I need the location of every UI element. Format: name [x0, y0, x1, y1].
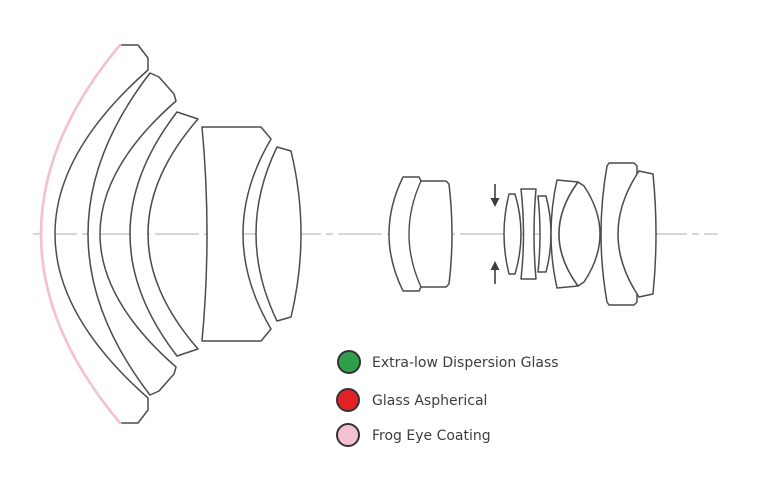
legend-swatch-frog-eye-coating: [336, 423, 360, 447]
legend-label-glass-aspherical: Glass Aspherical: [372, 393, 487, 409]
legend-label-ed-glass: Extra-low Dispersion Glass: [372, 355, 559, 371]
lens-element-5: [255, 146, 302, 322]
legend: Extra-low Dispersion Glass Glass Aspheri…: [336, 350, 559, 447]
frog-eye-coating-surface: [39, 43, 122, 425]
lens-element-8: [537, 195, 552, 273]
aperture-stop-arrowhead-down: [490, 198, 500, 207]
lens-element-6: [503, 193, 522, 275]
lens-element-4: [201, 126, 272, 342]
legend-swatch-glass-aspherical: [336, 388, 360, 412]
lens-element-2: [87, 72, 177, 396]
aperture-stop-arrowhead-up: [490, 261, 500, 270]
lens-element-3-aspherical: [129, 111, 199, 357]
middle-doublet-outline: [388, 176, 453, 292]
legend-label-frog-eye-coating: Frog Eye Coating: [372, 428, 491, 444]
lens-element-10-ed-glass: [558, 181, 601, 287]
legend-swatch-ed-glass: [337, 350, 361, 374]
lens-element-7: [520, 188, 537, 280]
middle-doublet-cement-surface: [408, 180, 422, 288]
lens-element-12-aspherical: [617, 170, 657, 298]
